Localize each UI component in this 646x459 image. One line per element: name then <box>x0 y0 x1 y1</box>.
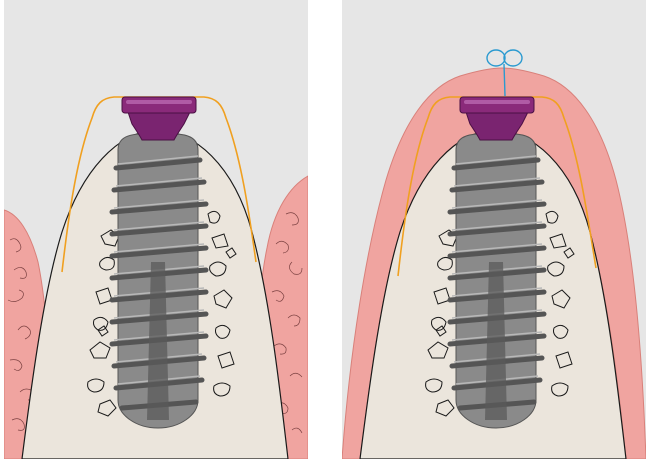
panel-left-svg <box>4 0 308 459</box>
panel-after-closure <box>342 0 646 459</box>
panel-before-closure <box>4 0 308 459</box>
dental-implant-icon <box>450 134 544 428</box>
dental-implant-icon <box>112 134 206 428</box>
panel-right-svg <box>342 0 646 459</box>
